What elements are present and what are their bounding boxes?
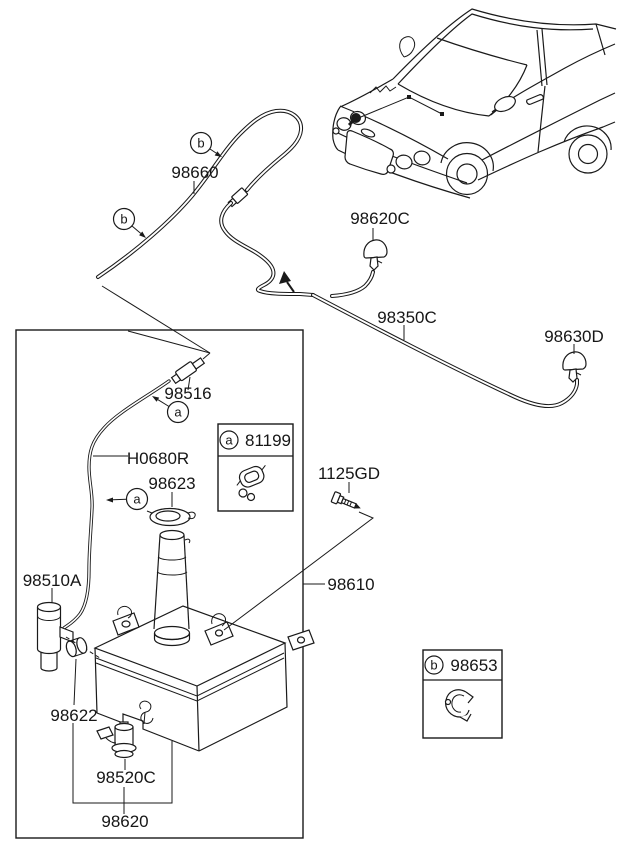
callout-a-box <box>219 430 239 450</box>
reservoir-tank <box>93 605 315 752</box>
callout-letter-b-box: b <box>430 658 437 673</box>
hose-clamp-drawing <box>236 464 266 502</box>
part-label-washer-pump: 98510A <box>23 571 82 590</box>
washer-nozzle-left <box>363 239 388 271</box>
hood-washer-tube <box>347 95 444 127</box>
headlamp-right <box>386 150 431 174</box>
part-label-mounting-bolt: 1125GD <box>318 464 380 483</box>
washer-nozzle-right <box>562 351 587 383</box>
cowl-hose <box>219 201 315 297</box>
part-label-hose-clamp: 81199 <box>245 431 291 450</box>
connection-arrow <box>279 271 291 284</box>
sensor-connector <box>96 726 117 744</box>
part-label-pump-grommet: 98622 <box>50 706 97 725</box>
hose-clip-drawing <box>444 689 474 722</box>
bolt-leader-line <box>223 511 374 631</box>
callout-letter-a-box: a <box>225 433 233 448</box>
part-label-rear-washer-hose: 98350C <box>377 308 437 327</box>
tank-ear-middle <box>204 613 234 646</box>
leader-98516 <box>187 376 191 391</box>
projection-line-upper <box>101 285 211 354</box>
part-label-reservoir-assembly: 98610 <box>327 575 374 594</box>
pump-grommet <box>65 637 88 658</box>
part-label-washer-nozzle-right: 98630D <box>544 327 604 346</box>
hose-connector <box>170 352 211 385</box>
callout-b-1 <box>189 131 222 157</box>
callout-letter-a2: a <box>133 492 141 507</box>
part-label-fluid-level-sensor: 98520C <box>96 768 156 787</box>
filler-neck <box>153 529 191 647</box>
mounting-bolt <box>330 491 361 509</box>
tank-bottom-clip <box>139 700 154 725</box>
reservoir-cap <box>146 507 196 527</box>
clamp-detail-box <box>217 423 294 512</box>
rear-washer-hose <box>311 293 579 409</box>
grille <box>344 128 394 175</box>
assembly-bracket <box>72 723 173 814</box>
fluid-level-sensor <box>96 721 137 759</box>
reservoir-hose <box>62 379 171 630</box>
vehicle-illustration <box>332 8 617 199</box>
part-label-reservoir-hose: H0680R <box>127 449 189 468</box>
callout-letter-b2: b <box>120 212 127 227</box>
rear-wheel <box>563 125 612 174</box>
callout-b-2 <box>112 207 146 238</box>
part-label-hose-clip: 98653 <box>450 656 497 675</box>
tank-ear-right <box>287 629 315 651</box>
callout-letter-a1: a <box>174 405 182 420</box>
callout-a-1 <box>152 396 190 424</box>
side-mirror <box>490 95 516 116</box>
door-handle <box>526 94 544 105</box>
leader-98622 <box>73 658 77 706</box>
tank-ear-left <box>112 605 140 636</box>
projection-line-lower <box>127 330 211 354</box>
part-label-engine-room-hose: 98660 <box>171 163 218 182</box>
part-label-hose-connector: 98516 <box>164 384 211 403</box>
clip-detail-box <box>422 649 503 739</box>
washer-pump <box>36 601 74 672</box>
callout-a-2 <box>106 487 149 511</box>
front-wheel <box>440 142 494 196</box>
callout-letter-b1: b <box>197 136 204 151</box>
part-label-reservoir-cap: 98623 <box>148 474 195 493</box>
nozzle-branch-hose <box>330 270 375 298</box>
part-label-washer-reservoir: 98620 <box>101 812 148 831</box>
part-label-washer-nozzle-left: 98620C <box>350 209 410 228</box>
callout-b-box <box>424 655 444 675</box>
